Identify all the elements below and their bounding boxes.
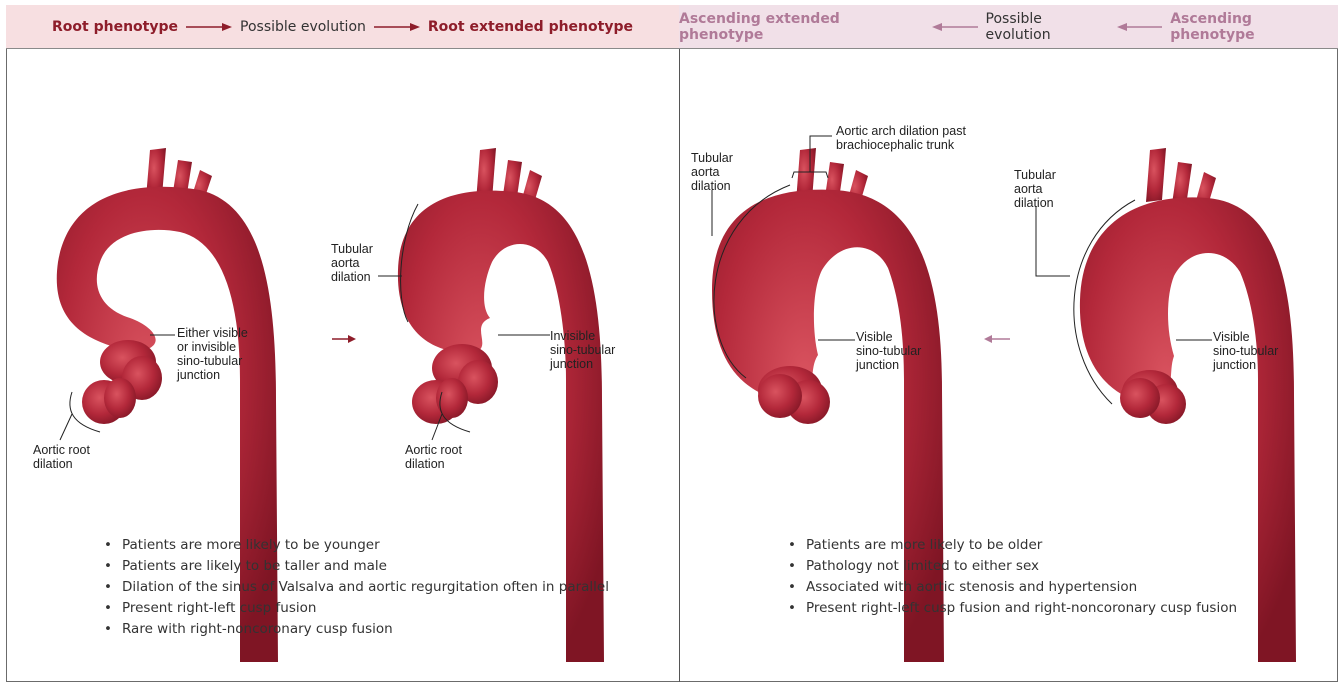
- list-item: Rare with right-noncoronary cusp fusion: [104, 619, 609, 640]
- tubular-aorta-dilation-label: Tubular aorta dilation: [331, 242, 373, 284]
- stj-visible-label: Visible sino-tubular junction: [1213, 330, 1278, 372]
- list-item: Patients are more likely to be older: [788, 535, 1237, 556]
- list-item: Pathology not limited to either sex: [788, 556, 1237, 577]
- evolution-arrow-right: [332, 335, 356, 343]
- aortic-root-dilation-label: Aortic root dilation: [405, 443, 462, 471]
- ascending-phenotype-characteristics: Patients are more likely to be older Pat…: [788, 535, 1237, 619]
- aortic-arch-dilation-label: Aortic arch dilation past brachiocephali…: [836, 124, 966, 152]
- list-item: Associated with aortic stenosis and hype…: [788, 577, 1237, 598]
- tubular-aorta-dilation-label: Tubular aorta dilation: [691, 151, 733, 193]
- root-phenotype-characteristics: Patients are more likely to be younger P…: [104, 535, 609, 640]
- list-item: Patients are more likely to be younger: [104, 535, 609, 556]
- list-item: Patients are likely to be taller and mal…: [104, 556, 609, 577]
- tubular-leader-line: [1036, 206, 1070, 276]
- tubular-aorta-dilation-label: Tubular aorta dilation: [1014, 168, 1056, 210]
- evolution-arrow-left: [984, 335, 1010, 343]
- aortic-root-dilation-label: Aortic root dilation: [33, 443, 90, 471]
- list-item: Present right-left cusp fusion and right…: [788, 598, 1237, 619]
- list-item: Present right-left cusp fusion: [104, 598, 609, 619]
- root-leader-line: [60, 414, 72, 440]
- stj-either-label: Either visible or invisible sino-tubular…: [177, 326, 248, 382]
- stj-visible-label: Visible sino-tubular junction: [856, 330, 921, 372]
- list-item: Dilation of the sinus of Valsalva and ao…: [104, 577, 609, 598]
- stj-invisible-label: Invisible sino-tubular junction: [550, 329, 615, 371]
